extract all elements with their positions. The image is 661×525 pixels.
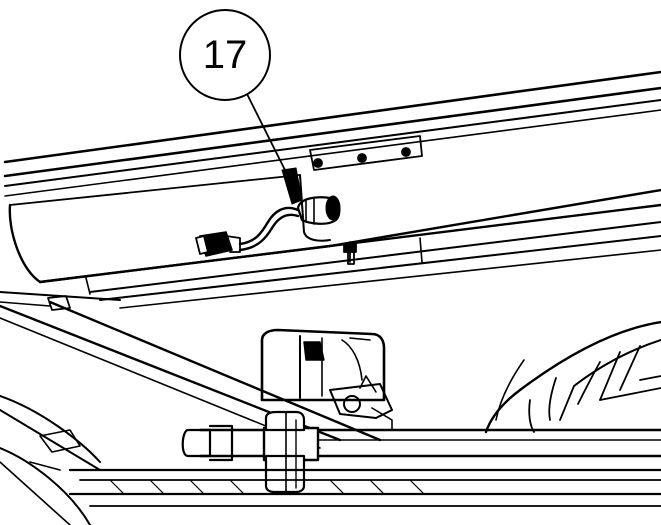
bottom-frame-rails: [29, 461, 661, 507]
lower-frame: [0, 291, 382, 525]
upper-rail-housing: [3, 70, 661, 309]
housing-bolts: [313, 147, 411, 168]
harness-plug: [195, 231, 241, 257]
wire-harness: [238, 206, 300, 252]
callout-leader-line: [243, 87, 293, 185]
cylinder-clamp: [262, 410, 320, 494]
callout-number: 17: [203, 33, 248, 77]
callout-circle: [179, 9, 271, 101]
hydraulic-cylinder: [181, 424, 661, 462]
mount-nub: [343, 243, 357, 265]
valve-block: [260, 328, 393, 431]
callout-17: 17: [179, 9, 271, 101]
tire-wheel: [484, 320, 661, 434]
sensor-connector: [281, 167, 341, 225]
